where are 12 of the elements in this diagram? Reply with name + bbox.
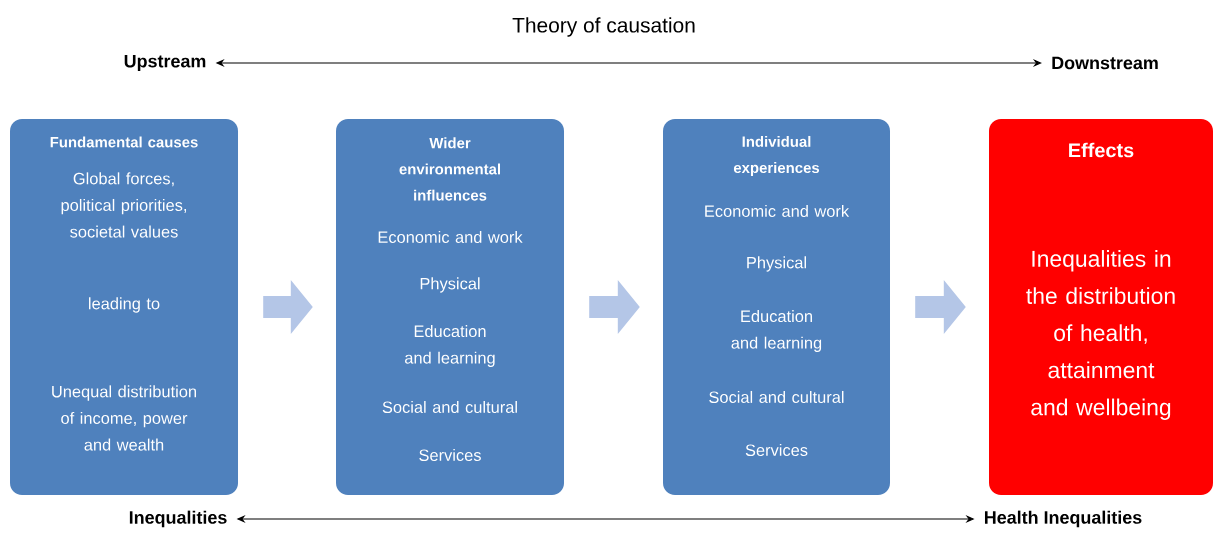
- block-arrow: [589, 280, 640, 334]
- title: Theory of causation: [512, 17, 695, 37]
- block-arrow: [263, 280, 313, 334]
- box: Fundamental causes Global forces, political priorities, societal values leading to Unequal distribution of income, power and wealth: [10, 119, 238, 495]
- label: Inequalities: [129, 510, 227, 528]
- label: Downstream: [1052, 56, 1158, 70]
- block-arrow: [915, 280, 966, 334]
- box: Individual experiences Economic and work Physical Education and learning Social and cultural Services: [663, 119, 890, 495]
- label: Health Inequalities: [985, 510, 1142, 528]
- box: Effects Inequalities in the distribution of health, attainment and wellbeing: [989, 119, 1213, 495]
- box: Wider environmental influences Economic and work Physical Education and learning Social and cultural Services: [336, 119, 564, 495]
- label: Upstream: [124, 54, 206, 71]
